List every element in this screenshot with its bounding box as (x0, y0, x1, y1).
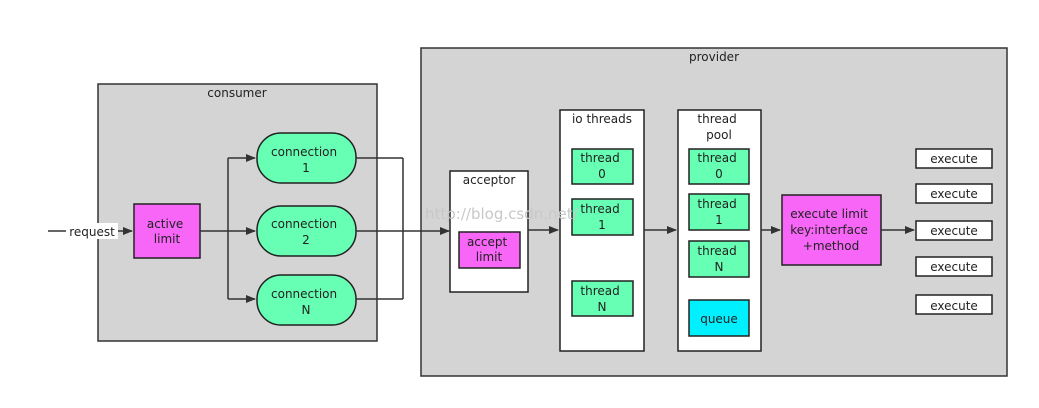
connection-1-label: connection 1 (271, 145, 341, 175)
accept-limit-label: accept limit (467, 235, 511, 264)
provider-title: provider (689, 50, 739, 64)
active-limit-label: active limit (147, 217, 187, 246)
execute-limit-label: execute limit key:interface +method (790, 207, 872, 253)
execute-label-3: execute (930, 224, 978, 238)
io-thread-0-box (571, 148, 634, 185)
request-label-bg (66, 223, 118, 239)
queue-label: queue (700, 312, 738, 326)
pool-thread-0-box (688, 148, 750, 185)
pool-thread-1-label: thread 1 (697, 197, 740, 227)
pool-thread-n-label: thread N (697, 244, 740, 274)
pool-thread-n-box (688, 240, 750, 278)
connection-n-label: connection N (271, 287, 341, 317)
connection-2-label: connection 2 (271, 217, 341, 247)
io-thread-n-box (571, 280, 634, 317)
request-label: request (69, 225, 115, 239)
execute-box-2 (915, 183, 993, 204)
io-thread-n-label: thread N (580, 284, 623, 314)
execute-box-1 (915, 148, 993, 169)
execute-label-2: execute (930, 187, 978, 201)
io-thread-1-box (571, 198, 634, 236)
watermark: http://blog.csdn.net/ (425, 205, 579, 223)
execute-box-3 (915, 220, 993, 241)
pool-thread-0-label: thread 0 (697, 151, 740, 181)
active-limit-box (133, 203, 201, 259)
execute-label-1: execute (930, 152, 978, 166)
execute-box-4 (915, 256, 993, 277)
pool-thread-1-box (688, 193, 750, 231)
execute-label-4: execute (930, 260, 978, 274)
queue-box (688, 299, 750, 337)
acceptor-title: acceptor (463, 173, 516, 187)
connection-2-box (256, 205, 357, 257)
io-threads-title: io threads (572, 112, 632, 126)
execute-box-5 (915, 294, 993, 315)
consumer-title: consumer (207, 86, 266, 100)
io-thread-0-label: thread 0 (580, 151, 623, 181)
accept-limit-box (458, 231, 521, 269)
io-thread-1-label: thread 1 (580, 202, 623, 232)
thread-pool-title: thread pool (697, 112, 740, 142)
execute-label-5: execute (930, 299, 978, 313)
connection-n-box (256, 274, 357, 326)
